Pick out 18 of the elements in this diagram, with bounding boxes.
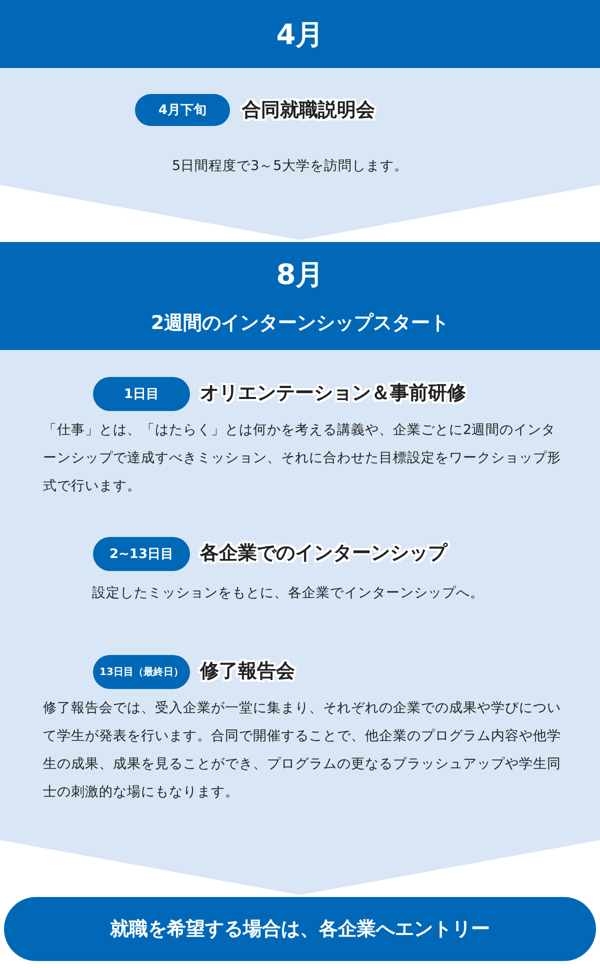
item-title: 合同就職説明会 <box>242 98 375 123</box>
item-title: 各企業でのインターンシップ <box>200 541 447 566</box>
subheading: 2週間のインターンシップスタート <box>150 311 450 336</box>
day-pill: 4月下旬 <box>135 94 230 126</box>
entry-banner: 就職を希望する場合は、各企業へエントリー <box>4 897 596 961</box>
chevron-arrow <box>0 840 600 895</box>
description-text: 修了報告会では、受入企業が一堂に集まり、それぞれの企業での成果や学びについて学生が発表を行います。合同で開催することで、他企業のプログラム内容や他学生の成果、成果を見ることができ、プログラムの更なるブラッシュアップや学生同士の刺激的な場にもなります。 <box>43 699 562 802</box>
description-text: 設定したミッションをもとに、各企業でインターンシップへ。 <box>92 584 485 603</box>
item-title: 修了報告会 <box>200 659 295 684</box>
item-title: オリエンテーション＆事前研修 <box>200 381 466 406</box>
description-text: 5日間程度で3～5大学を訪問します。 <box>172 157 409 176</box>
day-pill: 1日目 <box>93 377 190 411</box>
chevron-arrow <box>0 185 600 240</box>
month-heading: 4月 <box>275 17 325 53</box>
day-pill: 2~13日目 <box>93 537 190 571</box>
month-heading: 8月 <box>275 257 325 293</box>
day-pill: 13日目（最終日） <box>93 655 190 689</box>
description-text: 「仕事」とは、「はたらく」とは何かを考える講義や、企業ごとに2週間のインターンシップで達成すべきミッション、それに合わせた目標設定をワークショップ形式で行います。 <box>43 421 562 496</box>
